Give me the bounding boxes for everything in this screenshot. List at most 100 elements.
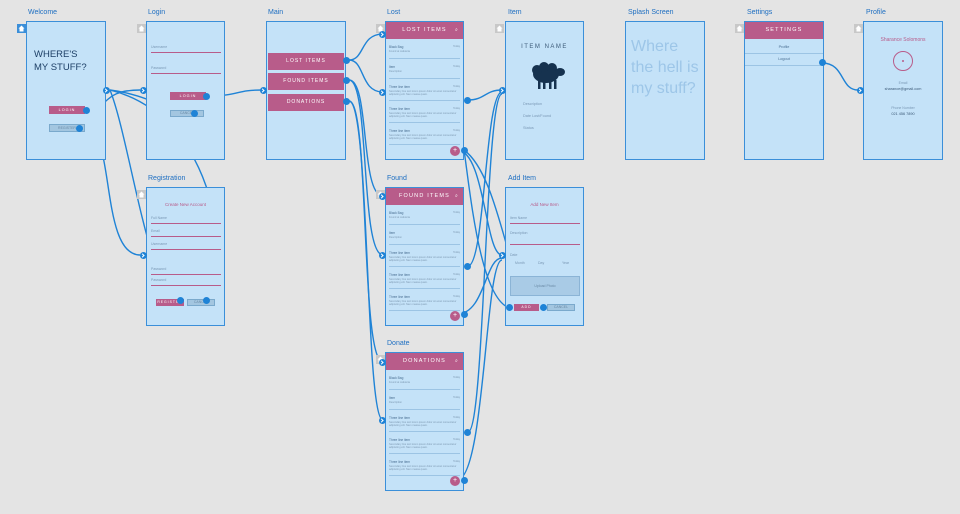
field-underline — [151, 223, 221, 224]
donations-button[interactable]: DONATIONS — [268, 94, 344, 111]
search-icon[interactable]: ⌕ — [454, 27, 459, 33]
link-target-arrow — [379, 193, 386, 200]
list-item-date: Today — [453, 416, 460, 419]
registration-submit-button[interactable]: REGISTER — [156, 299, 184, 306]
upload-photo-area[interactable]: Upload Photo — [510, 276, 580, 296]
full-name-field[interactable]: Full Name — [151, 216, 167, 220]
welcome-register-button[interactable]: REGISTER — [49, 124, 85, 132]
link-target-arrow — [857, 87, 864, 94]
field-underline — [510, 244, 580, 245]
main-screen[interactable]: LOST ITEMS FOUND ITEMS DONATIONS — [266, 21, 346, 160]
lost-items-button[interactable]: LOST ITEMS — [268, 53, 344, 70]
confirm-password-field[interactable]: Password — [151, 278, 167, 282]
link-target-arrow — [499, 252, 506, 259]
link-node — [464, 429, 471, 436]
welcome-login-button[interactable]: LOGIN — [49, 106, 85, 114]
list-item-sub: Secondary line text lorem ipsum dolor si… — [389, 443, 457, 449]
login-submit-button[interactable]: LOGIN — [170, 92, 206, 100]
list-item-date: Today — [453, 295, 460, 298]
month-select[interactable]: Month — [515, 261, 525, 265]
description-field[interactable]: Description — [510, 231, 528, 235]
add-item-screen[interactable]: Add New Item Item Name Description Date … — [505, 187, 584, 326]
login-screen[interactable]: Username Password LOGIN CANCEL — [146, 21, 225, 160]
list-item-title: Three line item — [389, 438, 411, 442]
list-item-sub: Secondary line text lorem ipsum dolor si… — [389, 300, 457, 306]
link-node — [83, 107, 90, 114]
registration-screen[interactable]: Create New Account Full Name Email Usern… — [146, 187, 225, 326]
field-underline — [151, 236, 221, 237]
list-item-sub: Found at cafeteria — [389, 50, 410, 53]
item-date: Date Lost/Found — [523, 114, 552, 118]
splash-text: Where the hell is my stuff? — [631, 38, 699, 97]
username-field[interactable]: Username — [151, 242, 168, 246]
add-cancel-button[interactable]: CANCEL — [547, 304, 575, 311]
registration-screen-title: Registration — [148, 175, 186, 182]
link-node — [506, 304, 513, 311]
avatar-dot — [902, 60, 904, 62]
registration-cancel-button[interactable]: CANCEL — [187, 299, 215, 306]
link-node — [343, 77, 350, 84]
list-item-sub: Secondary line text lorem ipsum dolor si… — [389, 421, 457, 427]
settings-profile-option[interactable]: Profile — [745, 42, 823, 54]
add-item-fab[interactable]: + — [450, 146, 460, 156]
list-item-sub: Secondary line text lorem ipsum dolor si… — [389, 90, 457, 96]
splash-screen-title: Splash Screen — [628, 9, 674, 16]
add-item-fab[interactable]: + — [450, 311, 460, 321]
phone-value: 021 456 7890 — [891, 112, 915, 116]
found-items-button[interactable]: FOUND ITEMS — [268, 73, 344, 90]
email-field[interactable]: Email — [151, 229, 160, 233]
settings-screen[interactable]: SETTINGS Profile Logout — [744, 21, 824, 160]
field-underline — [151, 73, 221, 74]
password-field[interactable]: Password — [151, 66, 167, 70]
item-screen[interactable]: ITEM NAME Description Date Lost/Found St… — [505, 21, 584, 160]
main-screen-title: Main — [268, 9, 284, 16]
list-item-date: Today — [453, 45, 460, 48]
link-target-arrow — [140, 252, 147, 259]
list-item-sub: Secondary line text lorem ipsum dolor si… — [389, 112, 457, 118]
welcome-screen[interactable]: WHERE'S MY STUFF? LOGIN REGISTER — [26, 21, 106, 160]
welcome-heading: WHERE'S MY STUFF? — [34, 49, 87, 73]
found-header-label: FOUND ITEMS — [398, 193, 451, 199]
add-item-screen-title: Add Item — [508, 175, 537, 182]
password-field[interactable]: Password — [151, 267, 167, 271]
profile-screen[interactable]: Sharance Solomons Email sharance@gmail.c… — [863, 21, 943, 160]
link-target-arrow — [379, 359, 386, 366]
search-icon[interactable]: ⌕ — [454, 193, 459, 199]
search-icon[interactable]: ⌕ — [454, 358, 459, 364]
item-name: ITEM NAME — [521, 44, 568, 50]
item-name-field[interactable]: Item Name — [510, 216, 528, 220]
add-item-fab[interactable]: + — [450, 476, 460, 486]
lost-screen-title: Lost — [387, 9, 401, 16]
link-target-arrow — [260, 87, 267, 94]
login-cancel-button[interactable]: CANCEL — [170, 110, 204, 117]
year-select[interactable]: Year — [562, 261, 570, 265]
day-select[interactable]: Day — [538, 261, 545, 265]
sheep-icon — [532, 62, 565, 89]
email-value: sharance@gmail.com — [884, 87, 922, 91]
home-marker — [137, 24, 146, 33]
add-submit-button[interactable]: ADD — [514, 304, 539, 311]
donate-header: DONATIONS⌕ — [386, 353, 463, 370]
list-item-date: Today — [453, 211, 460, 214]
list-item-sub: Found at cafeteria — [389, 381, 410, 384]
username-field[interactable]: Username — [151, 45, 168, 49]
settings-logout-option[interactable]: Logout — [745, 54, 823, 66]
